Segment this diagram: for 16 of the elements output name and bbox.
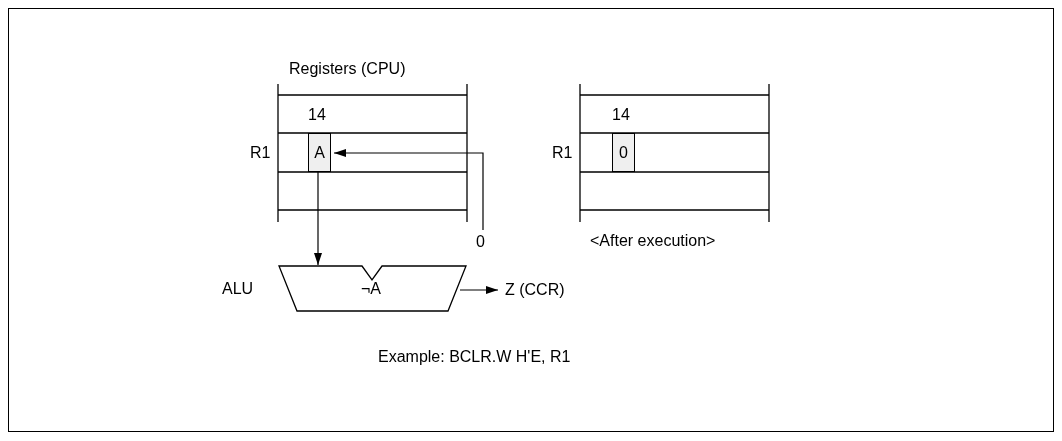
example-text: Example: BCLR.W H'E, R1 — [378, 347, 571, 367]
bit-number: 14 — [308, 105, 326, 125]
arrow — [459, 286, 499, 294]
alu-label: ALU — [222, 280, 254, 298]
bit-cell: A — [308, 133, 331, 172]
signal-label: 0 — [476, 232, 490, 252]
bit-cell: 0 — [612, 133, 635, 172]
register-name: R1 — [552, 143, 573, 163]
bit-number: 14 — [612, 105, 630, 125]
register-name: R1 — [250, 143, 271, 163]
alu-operation: ¬A — [361, 280, 381, 298]
arrow — [333, 149, 484, 231]
arrow — [314, 171, 322, 266]
register-heading: Registers (CPU) — [289, 60, 406, 78]
signal-label: Z (CCR) — [505, 280, 575, 300]
register-caption: <After execution> — [590, 232, 716, 250]
